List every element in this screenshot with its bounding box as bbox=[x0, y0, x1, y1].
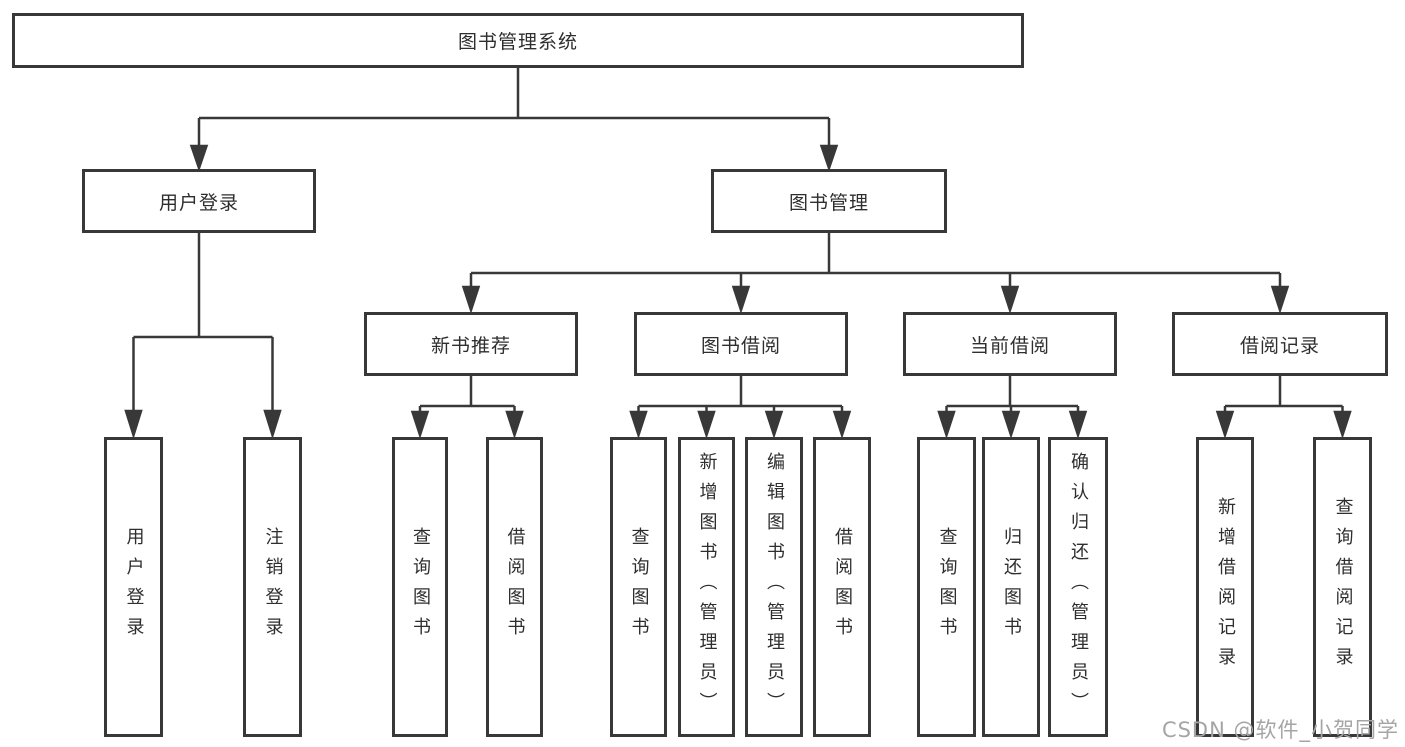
leaf-recommend-query-book-label: 查询图书 bbox=[410, 527, 431, 647]
leaf-current-query-book-label: 查询图书 bbox=[936, 527, 958, 647]
leaf-logout-login: 注销登录 bbox=[243, 437, 302, 737]
leaf-borrow-edit-book-admin-label: 编辑图书（管理员） bbox=[764, 452, 785, 722]
connector-userlogin-to-leaves bbox=[124, 233, 282, 440]
leaf-borrow-query-book-label: 查询图书 bbox=[628, 527, 650, 647]
node-user-login: 用户登录 bbox=[82, 169, 316, 233]
connector-bookmgmt-to-level3 bbox=[461, 233, 1290, 315]
leaf-recommend-borrow-book-label: 借阅图书 bbox=[504, 527, 526, 647]
connector-record-to-leaves bbox=[1215, 376, 1352, 440]
leaf-current-query-book: 查询图书 bbox=[917, 437, 976, 737]
leaf-current-confirm-return-admin-label: 确认归还（管理员） bbox=[1068, 452, 1089, 722]
leaf-record-query: 查询借阅记录 bbox=[1313, 437, 1372, 737]
leaf-current-return-book: 归还图书 bbox=[982, 437, 1040, 737]
node-current-borrow: 当前借阅 bbox=[903, 312, 1117, 376]
leaf-borrow-borrow-book-label: 借阅图书 bbox=[832, 527, 853, 647]
leaf-logout-login-label: 注销登录 bbox=[262, 527, 284, 647]
leaf-borrow-borrow-book: 借阅图书 bbox=[813, 437, 871, 737]
node-root: 图书管理系统 bbox=[12, 13, 1024, 68]
node-book-management-label: 图书管理 bbox=[788, 191, 869, 214]
node-book-borrow: 图书借阅 bbox=[634, 312, 848, 376]
node-new-book-recommend: 新书推荐 bbox=[364, 312, 578, 376]
node-borrow-record: 借阅记录 bbox=[1172, 312, 1388, 376]
leaf-record-add: 新增借阅记录 bbox=[1196, 437, 1254, 737]
leaf-borrow-edit-book-admin: 编辑图书（管理员） bbox=[745, 437, 803, 737]
connector-borrow-to-leaves bbox=[629, 376, 852, 440]
leaf-record-add-label: 新增借阅记录 bbox=[1215, 497, 1236, 677]
leaf-current-confirm-return-admin: 确认归还（管理员） bbox=[1048, 437, 1108, 737]
connector-root-to-level2 bbox=[189, 68, 839, 172]
leaf-borrow-query-book: 查询图书 bbox=[610, 437, 667, 737]
node-borrow-record-label: 借阅记录 bbox=[1239, 334, 1320, 357]
leaf-user-login: 用户登录 bbox=[104, 437, 163, 737]
node-book-borrow-label: 图书借阅 bbox=[700, 334, 781, 357]
node-current-borrow-label: 当前借阅 bbox=[969, 334, 1050, 357]
leaf-borrow-add-book-admin: 新增图书（管理员） bbox=[678, 437, 735, 737]
leaf-record-query-label: 查询借阅记录 bbox=[1332, 497, 1354, 677]
leaf-recommend-query-book: 查询图书 bbox=[392, 437, 448, 737]
leaf-recommend-borrow-book: 借阅图书 bbox=[486, 437, 543, 737]
node-new-book-recommend-label: 新书推荐 bbox=[430, 334, 511, 357]
node-user-login-label: 用户登录 bbox=[158, 191, 239, 214]
leaf-current-return-book-label: 归还图书 bbox=[1001, 527, 1022, 647]
node-root-label: 图书管理系统 bbox=[457, 31, 578, 53]
connector-current-to-leaves bbox=[937, 376, 1088, 440]
connector-recommend-to-leaves bbox=[410, 376, 524, 440]
node-book-management: 图书管理 bbox=[711, 169, 947, 233]
csdn-watermark: CSDN @软件_小贺同学 bbox=[1161, 718, 1399, 742]
leaf-user-login-label: 用户登录 bbox=[123, 527, 145, 647]
leaf-borrow-add-book-admin-label: 新增图书（管理员） bbox=[696, 452, 718, 722]
